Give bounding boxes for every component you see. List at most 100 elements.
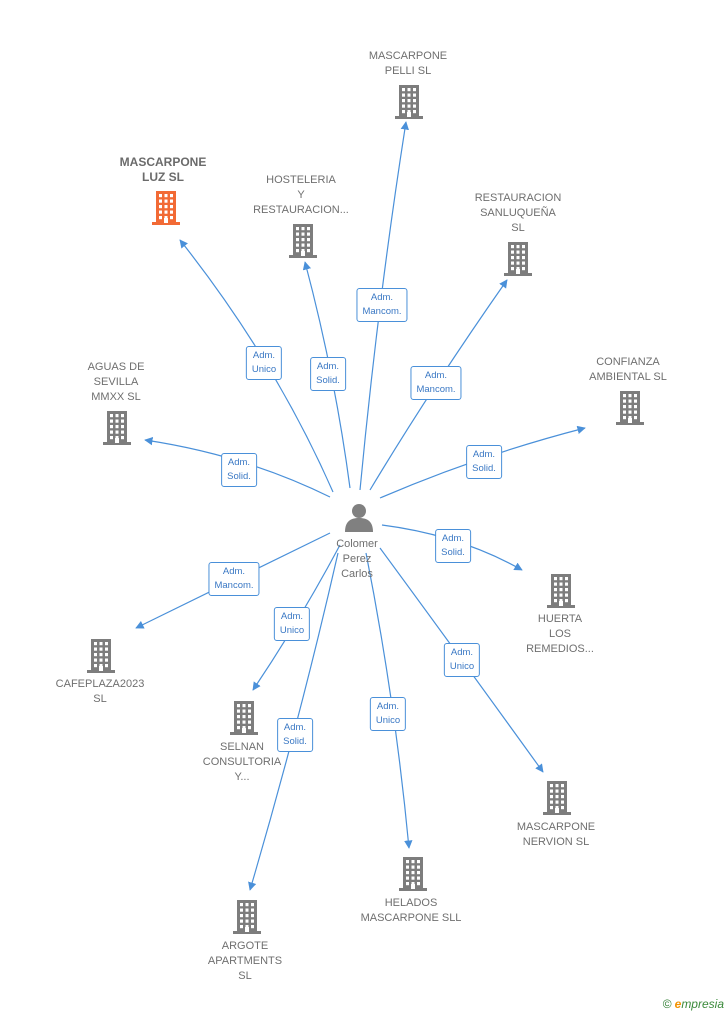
role-badge[interactable]: Adm. Unico [273, 607, 311, 641]
person-icon [345, 504, 373, 532]
role-badge-line: Adm. [227, 457, 251, 468]
role-badge-line: Solid. [316, 375, 340, 386]
role-badge-line: Mancom. [362, 306, 402, 317]
company-label-line: MASCARPONE SLL [360, 912, 462, 924]
company-label-line: HOSTELERIA [266, 174, 336, 186]
building-icon[interactable] [101, 409, 133, 450]
role-badge[interactable]: Adm. Mancom. [410, 366, 462, 400]
company-label-line: MASCARPONE [119, 155, 207, 169]
company-label-line: CONFIANZA [596, 356, 660, 368]
company-label-argote-apartments[interactable]: ARGOTE APARTMENTS SL [208, 939, 282, 984]
company-label-huerta-los-remedios[interactable]: HUERTA LOS REMEDIOS... [526, 612, 594, 657]
company-label-restauracion-sanluquena[interactable]: RESTAURACION SANLUQUEÑA SL [475, 191, 562, 236]
company-label-line: ARGOTE [221, 940, 269, 952]
building-icon[interactable] [150, 189, 182, 230]
company-label-mascarpone-pelli[interactable]: MASCARPONE PELLI SL [369, 49, 447, 79]
building-icon[interactable] [614, 389, 646, 430]
role-badge-line: Adm. [252, 350, 276, 361]
building-icon[interactable] [228, 699, 260, 740]
role-badge-line: Adm. [370, 292, 394, 303]
role-badge[interactable]: Adm. Unico [369, 697, 407, 731]
role-badge-line: Adm. [280, 611, 304, 622]
company-label-line: PELLI SL [384, 65, 432, 77]
role-badge-line: Solid. [227, 471, 251, 482]
building-icon[interactable] [397, 855, 429, 896]
company-label-line: SL [238, 970, 252, 982]
role-badge-line: Unico [251, 364, 277, 375]
company-label-line: RESTAURACION... [253, 204, 349, 216]
company-label-line: Y [297, 189, 305, 201]
building-icon[interactable] [231, 898, 263, 939]
company-label-line: CAFEPLAZA2023 [55, 678, 145, 690]
role-badge[interactable]: Adm. Solid. [435, 529, 471, 563]
role-badge[interactable]: Adm. Solid. [466, 445, 502, 479]
building-icon[interactable] [287, 222, 319, 263]
role-badge-line: Solid. [441, 547, 465, 558]
role-badge-line: Adm. [450, 647, 474, 658]
role-badge-line: Mancom. [214, 580, 254, 591]
role-badge-line: Adm. [424, 370, 448, 381]
company-label-helados-mascarpone[interactable]: HELADOS MASCARPONE SLL [361, 896, 462, 926]
role-badge-line: Adm. [472, 449, 496, 460]
person-name-line: Carlos [341, 568, 373, 580]
copyright-icon: © [662, 997, 672, 1011]
role-badge[interactable]: Adm. Solid. [310, 357, 346, 391]
role-badge[interactable]: Adm. Unico [245, 346, 283, 380]
company-label-line: RESTAURACION [474, 192, 562, 204]
role-badge-line: Adm. [441, 533, 465, 544]
company-label-line: MASCARPONE [368, 50, 448, 62]
company-label-line: SANLUQUEÑA [480, 207, 556, 219]
company-label-line: MASCARPONE [516, 821, 596, 833]
company-label-line: CONSULTORIA [202, 756, 282, 768]
role-badge[interactable]: Adm. Solid. [221, 453, 257, 487]
company-label-line: SL [93, 693, 107, 705]
building-icon[interactable] [502, 240, 534, 281]
brand-initial: e [674, 997, 682, 1011]
role-badge-line: Adm. [316, 361, 340, 372]
role-badge-line: Solid. [472, 463, 496, 474]
building-icon[interactable] [85, 637, 117, 678]
role-badge[interactable]: Adm. Solid. [277, 718, 313, 752]
building-icon[interactable] [393, 83, 425, 124]
company-label-line: APARTMENTS [207, 955, 283, 967]
building-icon[interactable] [541, 779, 573, 820]
person-name-line: Perez [342, 553, 372, 565]
role-badge-line: Unico [279, 625, 305, 636]
company-label-line: AMBIENTAL SL [589, 371, 667, 383]
company-label-confianza-ambiental[interactable]: CONFIANZA AMBIENTAL SL [589, 355, 667, 385]
role-badge-line: Mancom. [416, 384, 456, 395]
building-icon[interactable] [545, 572, 577, 613]
role-badge-line: Solid. [283, 736, 307, 747]
company-label-line: LOS [548, 628, 571, 640]
brand-name: mpresia [681, 997, 724, 1011]
company-label-aguas-de-sevilla[interactable]: AGUAS DE SEVILLA MMXX SL [88, 360, 145, 405]
company-label-line: Y... [234, 771, 250, 783]
company-label-line: AGUAS DE [87, 361, 145, 373]
role-badge[interactable]: Adm. Unico [443, 643, 481, 677]
company-label-line: SL [511, 222, 525, 234]
person-name[interactable]: Colomer Perez Carlos [336, 537, 378, 582]
company-label-line: MMXX SL [91, 391, 141, 403]
role-badge-line: Adm. [222, 566, 246, 577]
company-label-line: HELADOS [384, 897, 438, 909]
company-label-line: REMEDIOS... [526, 643, 594, 655]
empresia-brand: ©empresia [663, 997, 724, 1011]
role-badge[interactable]: Adm. Mancom. [208, 562, 260, 596]
role-badge-line: Adm. [376, 701, 400, 712]
role-badge[interactable]: Adm. Mancom. [356, 288, 408, 322]
role-badge-line: Unico [375, 715, 401, 726]
role-badge-line: Unico [449, 661, 475, 672]
company-label-line: LUZ SL [141, 170, 184, 184]
company-label-line: NERVION SL [522, 836, 590, 848]
company-label-hosteleria[interactable]: HOSTELERIA Y RESTAURACION... [253, 173, 349, 218]
company-label-mascarpone-nervion[interactable]: MASCARPONE NERVION SL [517, 820, 595, 850]
company-label-line: HUERTA [537, 613, 583, 625]
role-badge-line: Adm. [283, 722, 307, 733]
person-node[interactable] [342, 502, 376, 532]
company-label-line: SEVILLA [93, 376, 139, 388]
person-name-line: Colomer [336, 538, 378, 550]
